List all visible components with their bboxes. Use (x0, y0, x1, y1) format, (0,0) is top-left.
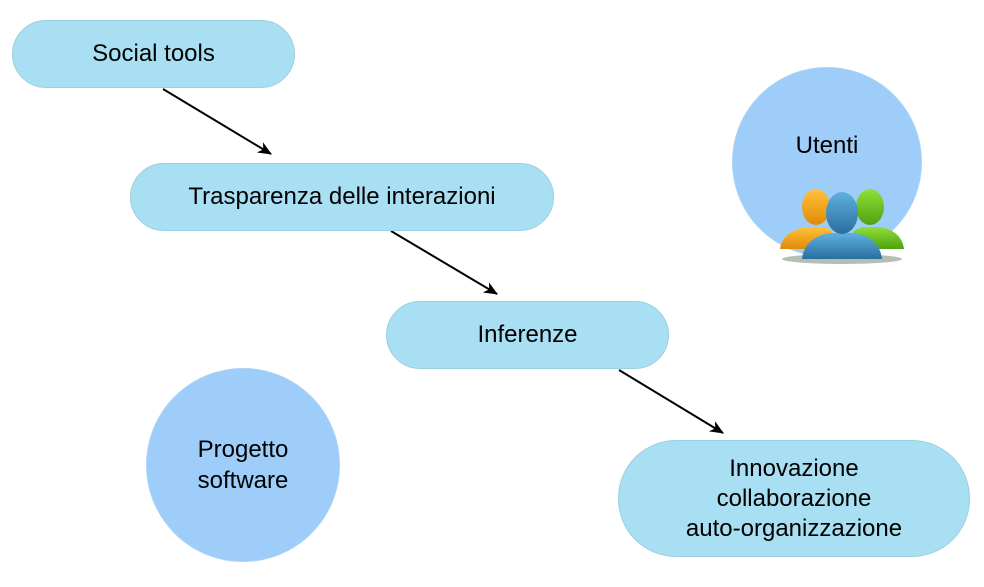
node-innovazione-line3: auto-organizzazione (685, 514, 903, 542)
node-trasparenza: Trasparenza delle interazioni (130, 163, 554, 231)
arrow-inferenze-to-innovazione (618, 369, 724, 434)
node-social-tools-label: Social tools (92, 40, 215, 67)
node-progetto-line1: Progetto (197, 435, 289, 463)
node-utenti: Utenti (732, 67, 922, 257)
node-progetto-software: Progetto software (146, 368, 340, 562)
node-innovazione-line1: Innovazione (729, 454, 859, 482)
arrow-social-to-trasparenza (162, 88, 272, 155)
node-inferenze-label: Inferenze (477, 321, 578, 348)
node-innovazione: Innovazione collaborazione auto-organizz… (618, 440, 970, 557)
node-trasparenza-label: Trasparenza delle interazioni (188, 183, 496, 210)
node-inferenze: Inferenze (386, 301, 669, 369)
node-innovazione-line2: collaborazione (716, 484, 872, 512)
users-group-icon (780, 189, 904, 264)
node-progetto-line2: software (197, 467, 289, 494)
node-social-tools: Social tools (12, 20, 295, 88)
node-utenti-label: Utenti (795, 132, 859, 159)
arrow-trasparenza-to-inferenze (390, 230, 498, 295)
